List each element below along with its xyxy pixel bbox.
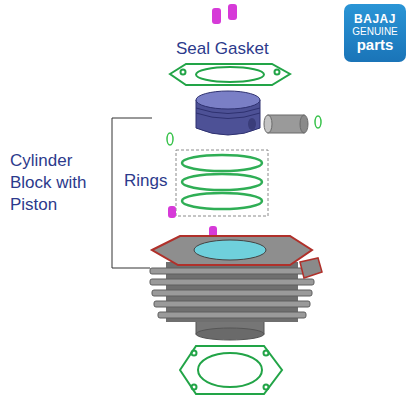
circlip [315,116,321,128]
seal-gasket-bottom [180,346,282,394]
skirt-end [196,328,264,340]
logo-text: GENUINE [352,26,398,37]
cooling-fin [152,290,312,296]
piston [196,91,260,135]
cooling-fin [150,279,314,285]
side-port [300,258,322,278]
logo-text: BAJAJ [354,13,396,26]
ring [182,155,262,171]
gasket-bore [196,67,264,82]
part-label: Cylinder Block with Piston [10,150,102,216]
bolt-hole [275,70,280,75]
cooling-fin [158,312,306,318]
cooling-fin [150,268,314,274]
brand-logo: BAJAJGENUINEparts [344,4,406,62]
cylinder-block [150,236,322,340]
dowel-pins-top [212,4,237,24]
part-label: Seal Gasket [176,38,269,60]
cylinder-bore [194,240,266,260]
bracket-line [112,118,152,268]
gasket-outline [180,346,282,394]
bolt-hole [264,385,269,390]
bolt-hole [264,351,269,356]
block-deck [152,236,312,265]
pin-body [268,115,304,133]
circlip [167,133,173,145]
ring [182,193,262,209]
gasket-outline [170,64,290,85]
pin-end [300,115,308,133]
bracket [112,118,152,268]
part-label: Rings [124,170,167,192]
rings-box [176,150,268,216]
dowel-pin [168,206,176,218]
ring-groove [196,113,260,119]
piston-crown [196,91,260,109]
dowel-pin [228,4,237,20]
bolt-hole [192,385,197,390]
pin-boss [248,118,256,130]
cooling-fin [154,301,310,307]
piston-rings [182,155,262,209]
seal-gasket-top [170,64,290,85]
piston-pin [264,115,308,133]
pin-end [264,115,272,133]
dowel-pin [212,8,221,24]
bolt-hole [181,70,186,75]
logo-text: parts [357,37,394,54]
ring [182,174,262,190]
bolt-hole [192,351,197,356]
gasket-bore [198,353,262,387]
